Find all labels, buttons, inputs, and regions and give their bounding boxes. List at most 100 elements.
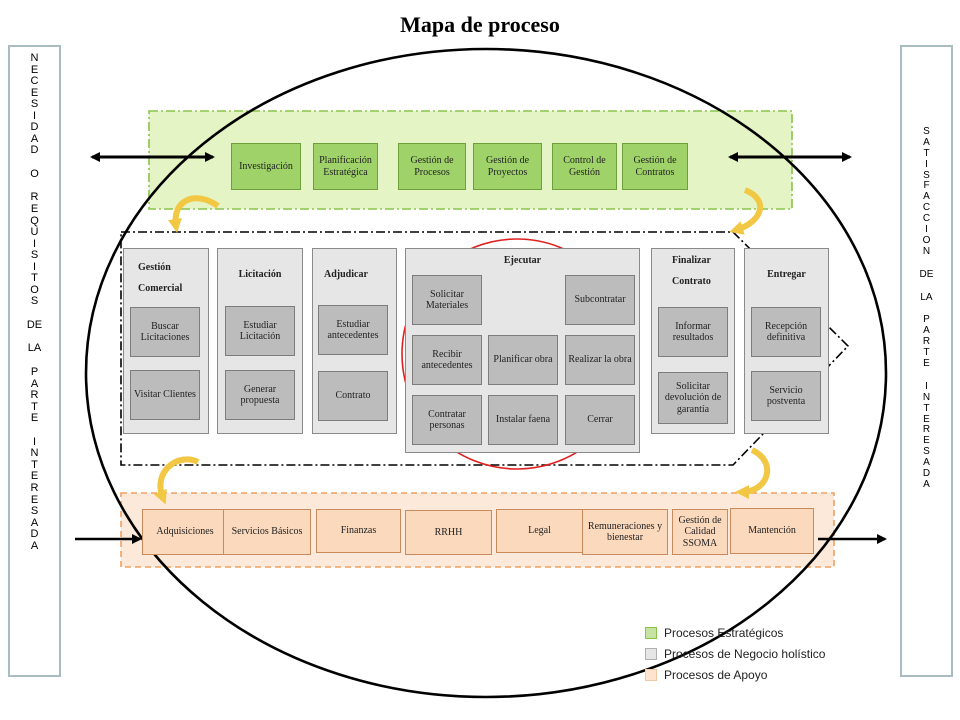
column-title: Adjudicar — [324, 269, 368, 280]
sidebar-letter: C — [30, 75, 39, 88]
support-box-adquisiciones: Adquisiciones — [142, 509, 228, 555]
sidebar-letter: LA — [27, 342, 42, 355]
sidebar-letter: I — [925, 380, 928, 392]
sidebar-letter: E — [30, 63, 39, 76]
strategic-box-investigacion: Investigación — [231, 143, 301, 190]
sidebar-letter: S — [30, 98, 39, 111]
sidebar-letter: E — [923, 413, 930, 425]
sidebar-letter: A — [30, 377, 39, 390]
sidebar-letter: A — [923, 191, 930, 203]
support-box-servicios: Servicios Básicos — [223, 509, 311, 555]
sidebar-letter: Q — [30, 214, 39, 227]
legend-label: Procesos Estratégicos — [664, 625, 784, 640]
legend-swatch — [645, 668, 657, 681]
legend-item: Procesos de Negocio holístico — [645, 643, 865, 664]
support-box-rrhh: RRHH — [405, 510, 492, 555]
curved-arrow-top-left — [168, 195, 220, 233]
sidebar-letter: S — [923, 169, 930, 181]
sidebar-letter: C — [922, 213, 931, 225]
process-box: Solicitar devolución de garantía — [658, 372, 728, 424]
sidebar-letter: R — [30, 191, 39, 204]
sidebar-letter: O — [30, 283, 39, 296]
process-box: Servicio postventa — [751, 371, 821, 421]
column-title: Ejecutar — [503, 255, 542, 266]
process-ellipse — [84, 47, 888, 699]
sidebar-letter: T — [923, 347, 930, 359]
column-title: Gestión — [138, 262, 171, 273]
process-box: Planificar obra — [488, 335, 558, 385]
legend-label: Procesos de Negocio holístico — [664, 646, 826, 661]
sidebar-letter: I — [925, 158, 928, 170]
strategic-box-contratos: Gestión de Contratos — [622, 143, 688, 190]
strategic-box-proyectos: Gestión de Proyectos — [473, 143, 542, 190]
sidebar-letter: T — [923, 402, 930, 414]
sidebar-letter: I — [925, 224, 928, 236]
sidebar-letter: E — [923, 435, 930, 447]
process-box: Contrato — [318, 371, 388, 421]
sidebar-letter: E — [30, 493, 39, 506]
sidebar-letter: I — [32, 237, 37, 250]
process-box: Informar resultados — [658, 307, 728, 357]
support-box-legal: Legal — [496, 509, 583, 553]
sidebar-letter: D — [30, 528, 39, 541]
sidebar-letter: A — [923, 457, 930, 469]
legend-item: Procesos Estratégicos — [645, 622, 865, 643]
strategic-box-procesos: Gestión de Procesos — [398, 143, 466, 190]
sidebar-letter: C — [922, 202, 931, 214]
sidebar-letter: S — [30, 249, 39, 262]
column-title: Finalizar — [672, 255, 711, 266]
sidebar-letter: D — [30, 144, 39, 157]
sidebar-letter: R — [922, 424, 931, 436]
column-title: Contrato — [672, 276, 711, 287]
process-box: Solicitar Materiales — [412, 275, 482, 325]
sidebar-letter: DE — [26, 318, 43, 331]
legend-swatch — [645, 647, 657, 660]
sidebar-letter: A — [923, 136, 930, 148]
sidebar-letter: S — [923, 126, 930, 137]
legend-item: Procesos de Apoyo — [645, 664, 865, 685]
sidebar-letter: T — [31, 272, 38, 285]
process-box: Subcontratar — [565, 275, 635, 325]
sidebar-letter: A — [923, 478, 930, 490]
process-box: Estudiar antecedentes — [318, 305, 388, 355]
support-box-calidad: Gestión de Calidad SSOMA — [672, 509, 728, 555]
sidebar-letter: O — [922, 234, 931, 246]
sidebar-letter: A — [30, 516, 39, 529]
sidebar-letter: S — [30, 295, 39, 308]
sidebar-letter: O — [30, 167, 39, 180]
process-box: Generar propuesta — [225, 370, 295, 420]
sidebar-letter: N — [30, 447, 39, 460]
sidebar-letter: N — [922, 245, 931, 257]
sidebar-letter: LA — [920, 291, 933, 303]
sidebar-letter: I — [32, 260, 37, 273]
support-box-remuneraciones: Remuneraciones y bienestar — [582, 509, 668, 555]
sidebar-letter: I — [32, 109, 37, 122]
sidebar-letter: P — [30, 366, 39, 379]
sidebar-letter: T — [31, 458, 38, 471]
process-box: Estudiar Licitación — [225, 306, 295, 356]
sidebar-letter: E — [30, 470, 39, 483]
support-box-mantencion: Mantención — [730, 508, 814, 554]
strategic-box-control: Control de Gestión — [552, 143, 617, 190]
sidebar-letter: R — [922, 336, 931, 348]
sidebar-letter: N — [922, 391, 931, 403]
sidebar-letter: R — [30, 389, 39, 402]
process-box: Contratar personas — [412, 395, 482, 445]
sidebar-letter: DE — [919, 268, 934, 280]
sidebar-letter: R — [30, 481, 39, 494]
process-box: Recepción definitiva — [751, 307, 821, 357]
legend-swatch — [645, 626, 657, 639]
strategic-box-planificacion: Planificación Estratégica — [313, 143, 378, 190]
process-box: Buscar Licitaciones — [130, 307, 200, 357]
process-box: Instalar faena — [488, 395, 558, 445]
sidebar-letter: A — [923, 325, 930, 337]
column-title: Comercial — [138, 283, 183, 294]
curved-arrow-bottom-left — [153, 456, 200, 505]
support-box-finanzas: Finanzas — [316, 509, 401, 553]
sidebar-letter: E — [923, 358, 930, 370]
sidebar-letter: U — [30, 226, 39, 239]
legend-label: Procesos de Apoyo — [664, 667, 768, 682]
